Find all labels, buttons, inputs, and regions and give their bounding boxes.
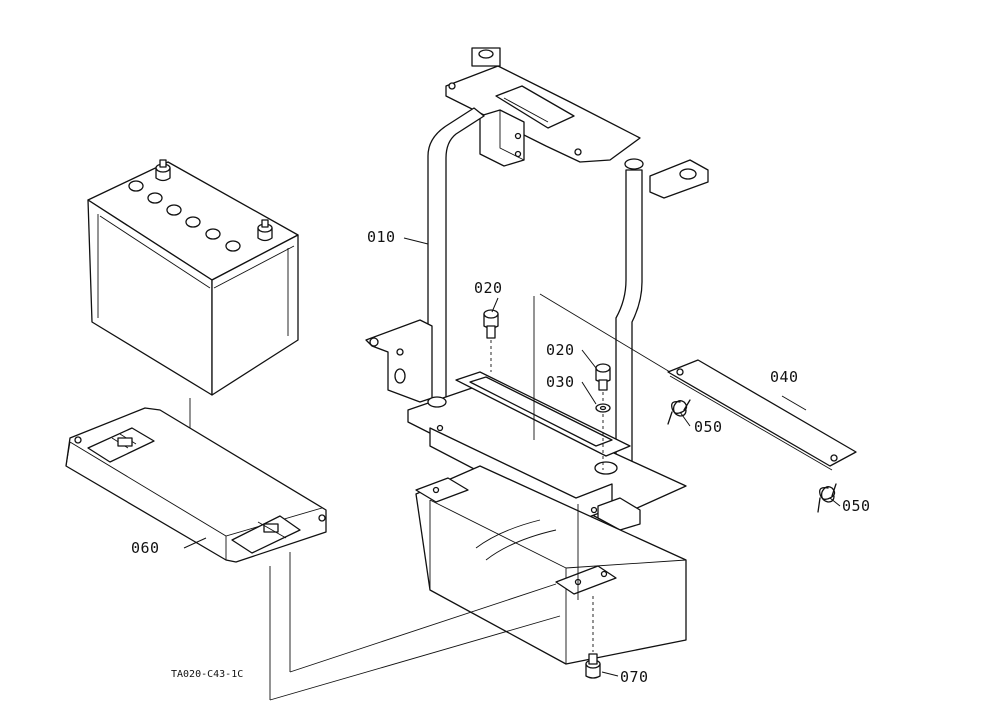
callout-020-right: 020 (546, 341, 575, 359)
callout-060: 060 (131, 539, 160, 557)
battery-terminal-left (155, 159, 171, 182)
callout-leaders (183, 237, 807, 549)
callout-020-left: 020 (474, 279, 503, 297)
callout-030: 030 (546, 373, 575, 391)
battery-frame (365, 47, 709, 531)
callout-070: 070 (620, 668, 649, 686)
callout-050-lower: 050 (842, 497, 871, 515)
assembly-lines (269, 296, 579, 701)
bottom-bolt (585, 596, 601, 679)
spring-lower (817, 483, 837, 513)
callout-050-upper: 050 (694, 418, 723, 436)
bolt-left (483, 309, 499, 372)
callout-010: 010 (367, 228, 396, 246)
cover-plate (539, 293, 857, 471)
battery-terminal-right (257, 219, 273, 242)
lower-support-box (415, 465, 687, 665)
callout-040: 040 (770, 368, 799, 386)
bolt-right (595, 363, 611, 391)
battery-tray (65, 407, 327, 563)
battery (87, 159, 299, 396)
spring-upper (667, 399, 691, 425)
drawing-code: TA020-C43-1C (171, 669, 244, 680)
washer (595, 392, 611, 470)
